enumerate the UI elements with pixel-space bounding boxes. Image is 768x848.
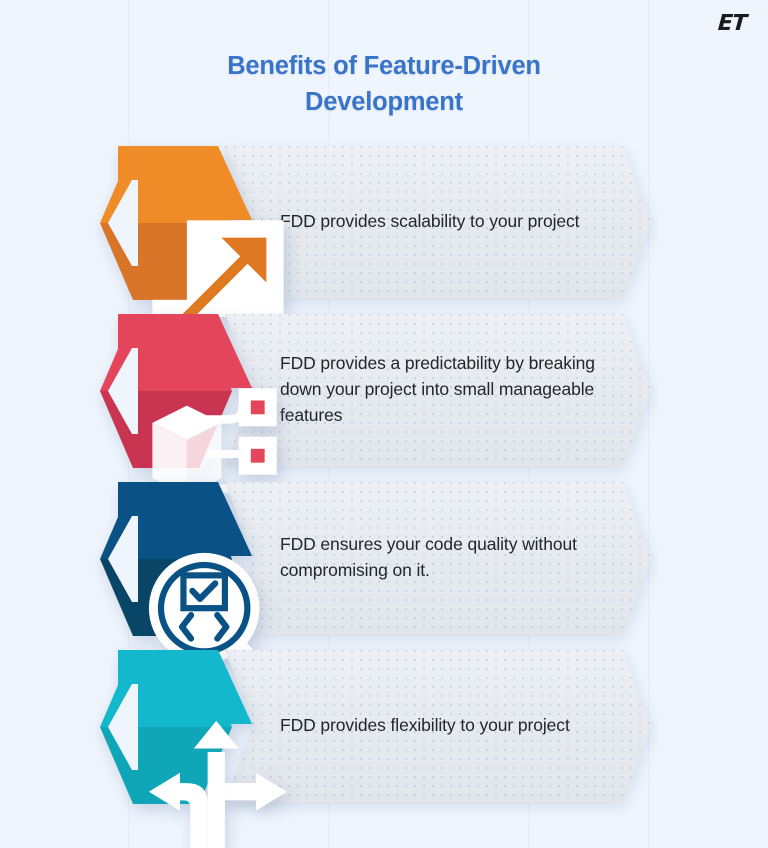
benefit-row-1: FDD provides scalability to your project: [0, 138, 768, 352]
benefit-card-1: FDD provides scalability to your project: [225, 146, 651, 298]
page-title-line-1: Benefits of Feature-Driven: [227, 52, 541, 80]
card-background-4: [225, 650, 651, 802]
hexagon-notch-4: [108, 684, 138, 770]
benefit-text-4: FDD provides flexibility to your project: [280, 715, 570, 736]
card-background-2: [225, 314, 651, 466]
benefit-text-1: FDD provides scalability to your project: [280, 211, 580, 232]
card-background-1: [225, 146, 651, 298]
page-title: Benefits of Feature-Driven Development: [0, 48, 768, 120]
benefit-hexagon-3: [100, 474, 284, 695]
hexagon-notch-1: [108, 180, 138, 266]
card-background-3: [225, 482, 651, 634]
benefit-hexagon-2: [100, 306, 277, 524]
hexagon-notch-2: [108, 348, 138, 434]
benefit-row-3: FDD ensures your code quality without co…: [0, 474, 768, 695]
benefit-card-3: FDD ensures your code quality without co…: [225, 482, 651, 634]
three-way-arrow-icon: [148, 720, 288, 848]
benefit-card-2: FDD provides a predictability by breakin…: [225, 314, 651, 466]
benefit-text-2: FDD provides a predictability by breakin…: [280, 353, 595, 425]
et-logo: ET: [717, 11, 747, 36]
hexagon-notch-3: [108, 516, 138, 602]
benefit-hexagon-4: [100, 642, 288, 848]
page-title-line-2: Development: [305, 88, 463, 117]
benefit-card-4: FDD provides flexibility to your project: [225, 650, 651, 802]
benefit-row-2: FDD provides a predictability by breakin…: [0, 306, 768, 524]
benefit-hexagon-1: [100, 138, 284, 352]
benefit-text-3: FDD ensures your code quality without co…: [280, 534, 577, 580]
benefit-row-4: FDD provides flexibility to your project: [0, 642, 768, 848]
